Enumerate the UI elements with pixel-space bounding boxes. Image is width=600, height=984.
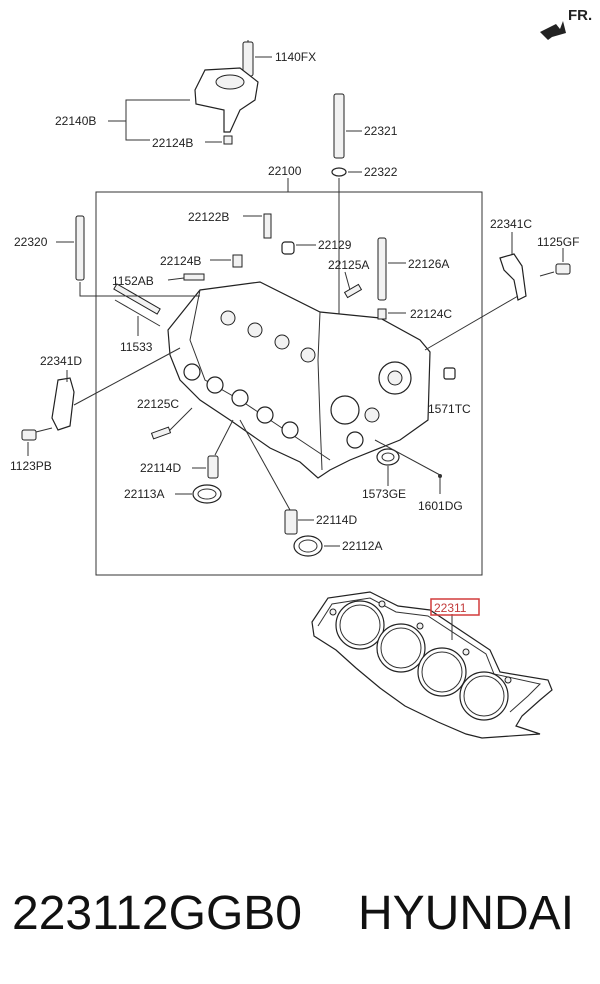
right-side-parts: 22341C 1125GF [424, 217, 579, 351]
bracket-bore [215, 74, 245, 90]
cap-22129-part [281, 241, 295, 255]
plug-1571tc-part [443, 367, 456, 380]
label-22321: 22321 [364, 124, 398, 138]
label-22125C: 22125C [137, 397, 179, 411]
bolt-1123pb-part [21, 429, 37, 441]
stud-22125c-part [150, 426, 172, 440]
label-22124B-mid: 22124B [160, 254, 201, 268]
label-1140FX: 1140FX [275, 50, 316, 64]
inner-part-callouts: 22122B 22129 22124B 22125A 22126A 1152AB… [112, 210, 471, 557]
label-1571TC: 1571TC [428, 402, 471, 416]
bolt-22126a-part [377, 237, 387, 301]
seal-22112a-part [293, 535, 323, 557]
label-22124B-top: 22124B [152, 136, 193, 150]
label-22122B: 22122B [188, 210, 229, 224]
label-1125GF: 1125GF [537, 235, 579, 249]
front-label: FR. [568, 7, 592, 24]
label-22322: 22322 [364, 165, 398, 179]
label-22112A: 22112A [342, 539, 382, 553]
bolt-22320-part [75, 215, 85, 281]
seal-22113a-part [192, 484, 222, 504]
label-22311[interactable]: 22311 [434, 601, 467, 615]
label-1601DG: 1601DG [418, 499, 463, 513]
cylinder-head-part [167, 281, 431, 479]
bolt-22122b-part [263, 213, 272, 239]
stud-22125a-part [343, 283, 363, 299]
cam-bracket-assembly: 1140FX 22140B 22124B [55, 40, 316, 150]
guide-22114d-a-part [207, 455, 219, 479]
dowel-22124b-mid-part [232, 254, 243, 268]
seal-1573ge-part [376, 448, 400, 466]
head-gasket-22311-part: 22311 [311, 591, 553, 739]
bracket-22341d-part [51, 377, 75, 431]
front-arrow-icon [540, 21, 566, 40]
part-number-text: 223112GGB0 [12, 887, 302, 940]
caption-bar: 223112GGB0 HYUNDAI [0, 872, 600, 956]
bolt-1125gf-part [555, 263, 571, 275]
label-22113A: 22113A [124, 487, 164, 501]
front-direction-indicator: FR. [540, 7, 592, 40]
label-22341D: 22341D [40, 354, 82, 368]
label-22114D-a: 22114D [140, 461, 181, 475]
label-1573GE: 1573GE [362, 487, 406, 501]
label-22341C: 22341C [490, 217, 532, 231]
dowel-22124b-top-part [223, 135, 233, 145]
bracket-22341c-part [499, 253, 527, 301]
label-1152AB: 1152AB [112, 274, 154, 288]
label-11533: 11533 [120, 340, 153, 354]
left-side-parts: 22320 22341D 1123PB [10, 215, 200, 473]
highlight-box [430, 598, 480, 616]
guide-22114d-b-part [284, 509, 298, 535]
washer-22322-part [331, 167, 347, 177]
label-22114D-b: 22114D [316, 513, 357, 527]
dowel-22124c-part [377, 308, 387, 320]
label-22124C: 22124C [410, 307, 452, 321]
stud-1152ab-part [183, 273, 205, 281]
label-22320: 22320 [14, 235, 48, 249]
cylinder-head-group-box [95, 191, 483, 576]
label-1123PB: 1123PB [10, 459, 52, 473]
head-bolt-assembly: 22321 22322 [331, 93, 398, 330]
label-22126A: 22126A [408, 257, 449, 271]
label-22140B: 22140B [55, 114, 96, 128]
pin-11533-part [113, 283, 161, 315]
head-bolt-22321-part [333, 93, 345, 159]
exploded-parts-diagram: FR. 1140FX 22140B 22124B 22321 22322 221… [10, 7, 592, 739]
label-22125A: 22125A [328, 258, 369, 272]
plug-1601dg-part [438, 474, 442, 478]
label-22129: 22129 [318, 238, 352, 252]
label-22100: 22100 [268, 164, 302, 178]
brand-text: HYUNDAI [358, 887, 575, 940]
